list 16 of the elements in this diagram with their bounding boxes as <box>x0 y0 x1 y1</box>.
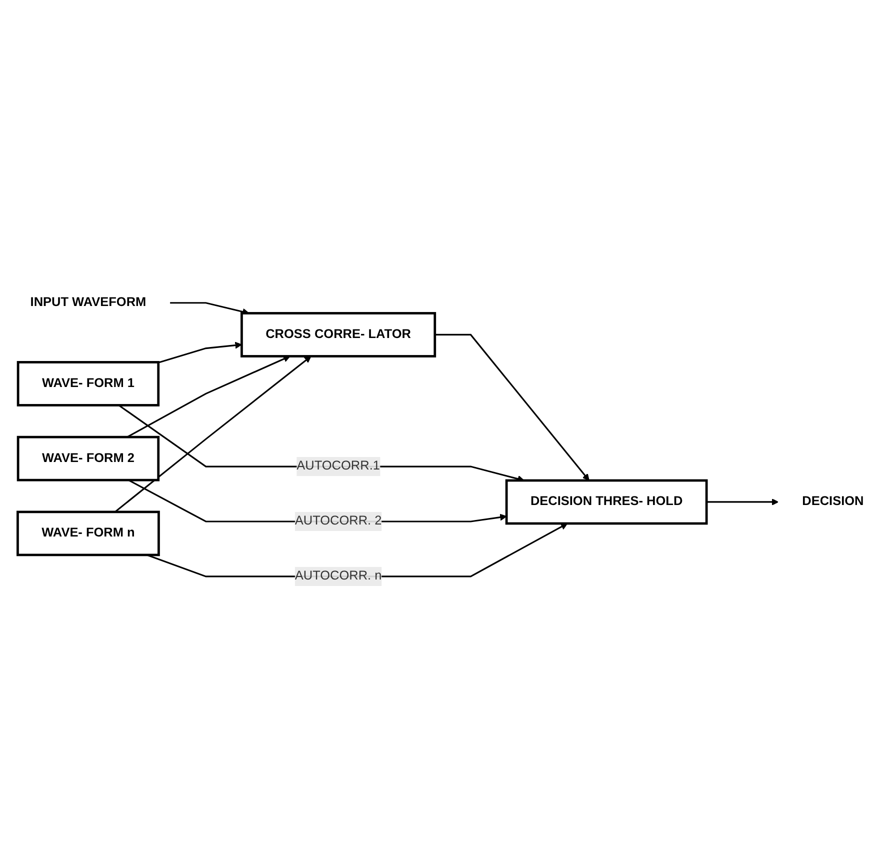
arrow <box>126 355 290 438</box>
node-text: DECISION <box>802 494 864 508</box>
arrow <box>434 334 590 481</box>
node-box: WAVE- FORM n <box>16 510 160 556</box>
node-box: CROSS CORRE- LATOR <box>240 312 436 358</box>
node-box: DECISION THRES- HOLD <box>505 479 708 524</box>
node-box: WAVE- FORM 1 <box>16 360 160 406</box>
arrow <box>158 342 242 364</box>
arrow <box>170 302 250 315</box>
node-box: WAVE- FORM 2 <box>16 436 160 482</box>
arrow <box>706 498 779 506</box>
arrow <box>114 356 312 512</box>
edge-label: AUTOCORR.1 <box>296 459 380 473</box>
edge-label: AUTOCORR. 2 <box>294 514 382 528</box>
edge-label: AUTOCORR. n <box>294 569 382 583</box>
node-text: INPUT WAVEFORM <box>30 296 146 310</box>
